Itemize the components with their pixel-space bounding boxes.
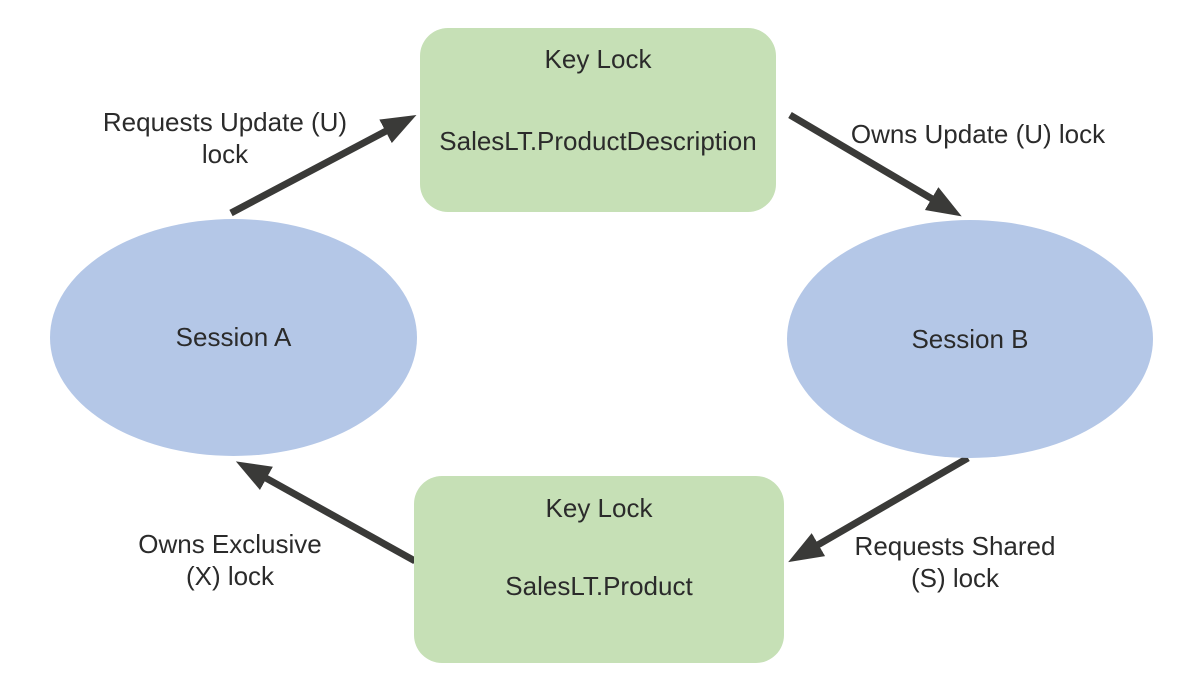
edge-label-owns-update-lock: Owns Update (U) lock (850, 119, 1106, 149)
session-b-node: Session B (787, 220, 1153, 458)
session-b-label: Session B (911, 323, 1029, 354)
lock-node-productdescription: Key Lock SalesLT.ProductDescription (420, 28, 776, 212)
lock-resource: SalesLT.Product (505, 571, 693, 601)
lock-title: Key Lock (544, 44, 652, 74)
session-a-node: Session A (50, 219, 417, 456)
lock-title: Key Lock (545, 493, 653, 523)
lock-resource: SalesLT.ProductDescription (439, 126, 757, 156)
lock-node-product: Key Lock SalesLT.Product (414, 476, 784, 663)
edge-label-owns-exclusive-lock: Owns Exclusive (X) lock (138, 529, 322, 591)
session-a-label: Session A (175, 322, 292, 352)
edge-label-requests-shared-lock: Requests Shared (S) lock (854, 531, 1056, 593)
edge-label-requests-update-lock: Requests Update (U) lock (102, 107, 348, 169)
